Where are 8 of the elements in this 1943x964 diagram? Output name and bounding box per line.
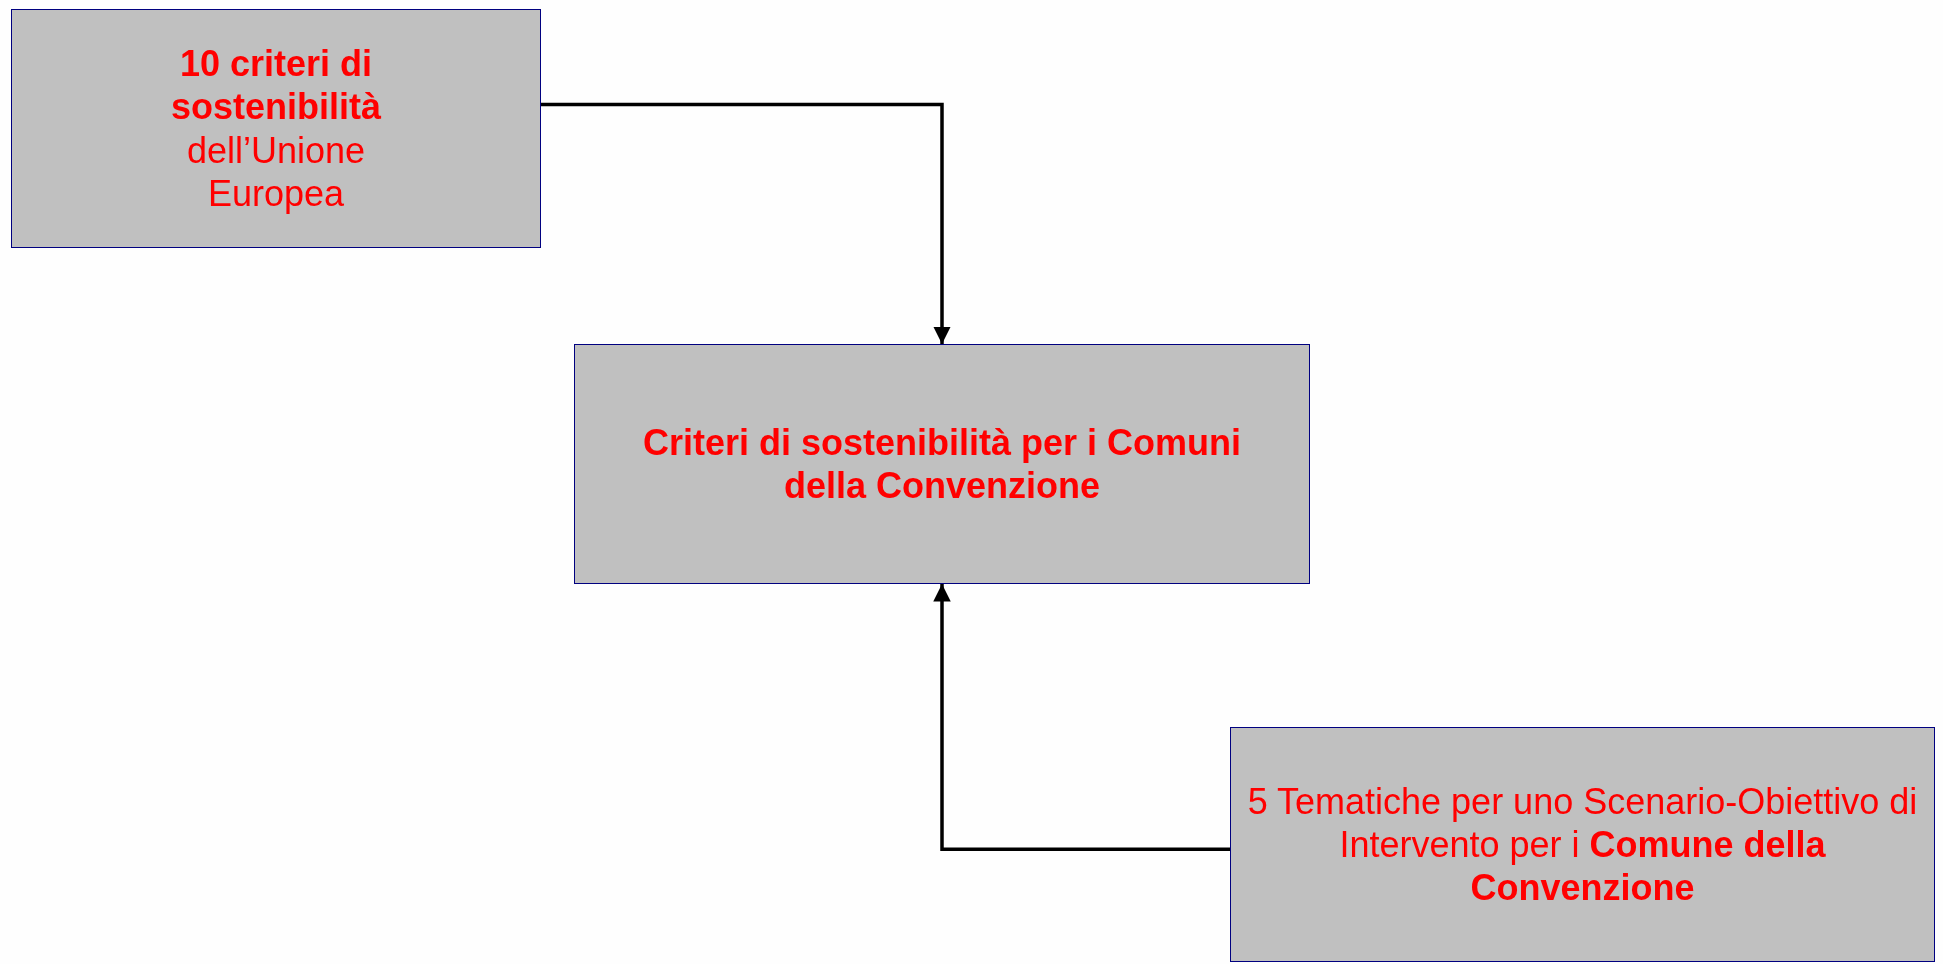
box-label: 10 criteri di sostenibilità dell’Unione Europea <box>169 42 382 215</box>
process-box <box>1230 727 1935 962</box>
process-box <box>11 9 541 248</box>
box-label: Criteri di sostenibilità per i Comuni della Convenzione <box>642 420 1242 508</box>
arrow <box>541 102 951 344</box>
process-box <box>574 344 1310 584</box>
arrow <box>933 584 1230 851</box>
box-label: 5 Tematiche per uno Scenario-Obiettivo di Intervento per i Comune della Convenzione <box>1246 779 1919 910</box>
